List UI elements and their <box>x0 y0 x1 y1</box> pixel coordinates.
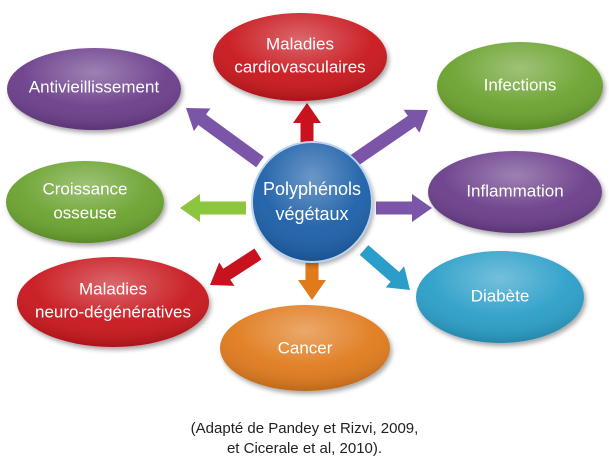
node-diabete: Diabète <box>416 251 584 343</box>
node-label: Infections <box>484 75 557 94</box>
node-label: Antivieillissement <box>29 77 160 96</box>
node-cancer: Cancer <box>220 305 390 391</box>
node-antivieillissement: Antivieillissement <box>7 48 181 130</box>
caption-line2: et Cicerale et al, 2010). <box>226 440 383 457</box>
node-label-line2: neuro-dégénératives <box>35 302 191 321</box>
arrow-to-neuro <box>210 248 262 286</box>
center-node-polyphenols: Polyphénols végétaux <box>251 141 373 263</box>
node-maladies-cardiovasculaires: Maladies cardiovasculaires <box>213 13 387 101</box>
node-inflammation: Inflammation <box>428 151 602 233</box>
arrow-to-infections <box>348 109 428 168</box>
node-label-line1: Maladies <box>79 279 147 298</box>
arrow-to-cancer <box>298 260 326 300</box>
arrow-to-antivieillissement <box>186 108 264 168</box>
node-label-line1: Croissance <box>42 179 127 198</box>
node-croissance-osseuse: Croissance osseuse <box>6 161 164 243</box>
center-label-line1: Polyphénols <box>263 179 361 199</box>
node-label: Diabète <box>471 286 530 305</box>
caption-line1: (Adapté de Pandey et Rizvi, 2009, <box>190 420 419 437</box>
center-label-line2: végétaux <box>275 204 348 224</box>
arrow-to-diabete <box>359 245 410 290</box>
node-label: Cancer <box>278 338 333 357</box>
node-label-line2: cardiovasculaires <box>234 57 365 76</box>
arrow-to-cardio <box>293 103 321 146</box>
node-label-line1: Maladies <box>266 34 334 53</box>
node-label-line2: osseuse <box>53 203 116 222</box>
arrow-to-inflammation <box>376 194 432 222</box>
arrow-to-croissance <box>180 194 246 222</box>
node-label: Inflammation <box>466 181 563 200</box>
node-infections: Infections <box>437 42 603 130</box>
node-maladies-neuro-degeneratives: Maladies neuro-dégénératives <box>17 257 209 347</box>
